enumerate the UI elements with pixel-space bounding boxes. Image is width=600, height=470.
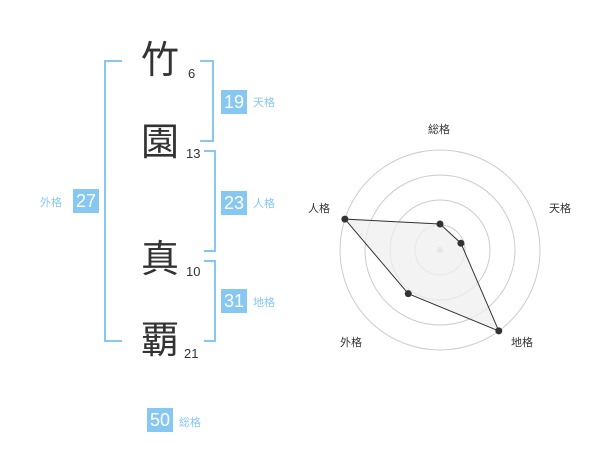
radar-ring xyxy=(364,174,516,326)
stroke-count-1: 6 xyxy=(188,66,196,81)
chikaku-value: 31 xyxy=(221,289,247,313)
soukaku-value: 50 xyxy=(147,408,173,432)
radar-point-4 xyxy=(404,290,412,298)
radar-point-5 xyxy=(341,215,349,223)
chikaku-bracket xyxy=(204,260,216,342)
gaikaku-bracket xyxy=(104,60,122,342)
radar-axis-label: 地格 xyxy=(511,336,533,349)
tenkaku-value: 19 xyxy=(221,90,247,114)
radar-axis-label: 外格 xyxy=(340,336,362,349)
radar-axis-label: 人格 xyxy=(308,202,330,215)
tenkaku-label: 天格 xyxy=(253,96,275,109)
jinkaku-bracket xyxy=(204,150,216,252)
stroke-count-2: 13 xyxy=(186,146,201,161)
tenkaku-bracket xyxy=(200,60,214,142)
radar-axis-label: 総格 xyxy=(428,123,450,136)
name-char-3: 真 xyxy=(140,237,179,281)
soukaku-label: 総格 xyxy=(179,416,201,429)
radar-series-polygon xyxy=(343,218,500,332)
radar-ring xyxy=(339,149,541,351)
radar-point-2 xyxy=(457,239,465,247)
jinkaku-label: 人格 xyxy=(253,197,275,210)
gaikaku-value: 27 xyxy=(73,189,99,213)
gaikaku-label: 外格 xyxy=(40,196,62,209)
jinkaku-value: 23 xyxy=(221,191,247,215)
name-char-1: 竹 xyxy=(140,38,179,82)
radar-point-3 xyxy=(495,327,503,335)
chikaku-label: 地格 xyxy=(253,296,275,309)
radar-point-1 xyxy=(436,220,444,228)
stroke-count-4: 21 xyxy=(184,346,199,361)
name-char-4: 覇 xyxy=(140,318,179,362)
name-char-2: 園 xyxy=(140,120,179,164)
radar-axis-label: 天格 xyxy=(549,202,571,215)
stroke-count-3: 10 xyxy=(186,264,201,279)
